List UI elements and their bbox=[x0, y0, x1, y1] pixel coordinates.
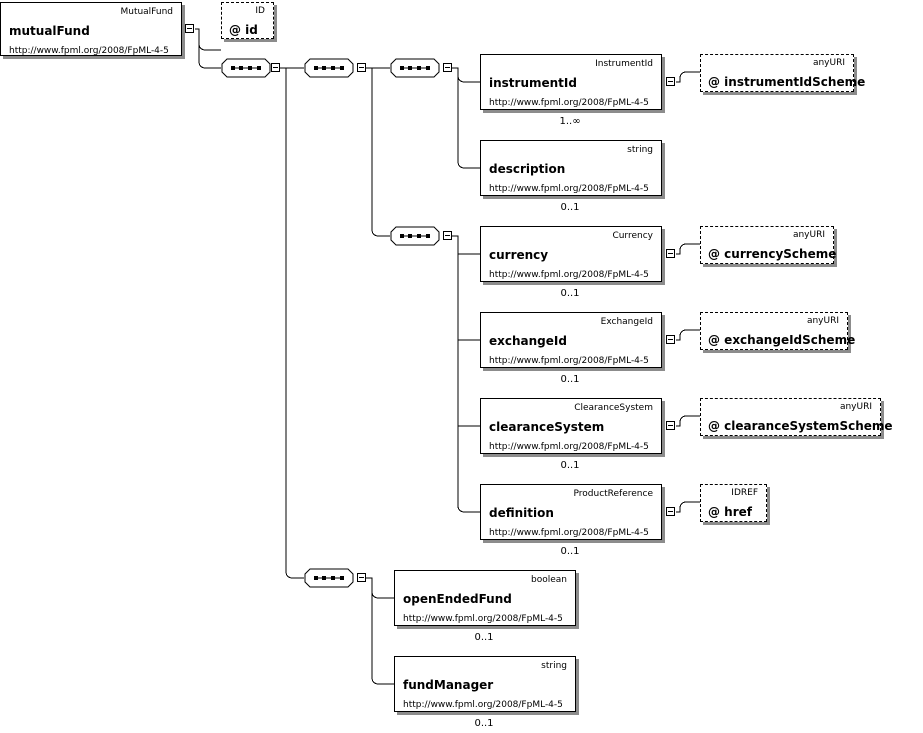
element-name: openEndedFund bbox=[403, 592, 512, 606]
element-type-label: boolean bbox=[531, 575, 567, 585]
id-attribute-box[interactable]: ID @ id bbox=[221, 2, 274, 39]
occurrence-label: 0..1 bbox=[474, 632, 494, 643]
element-namespace: http://www.fpml.org/2008/FpML-4-5 bbox=[489, 442, 649, 452]
collapse-toggle-icon[interactable] bbox=[357, 63, 366, 72]
element-name: description bbox=[489, 162, 566, 176]
element-namespace: http://www.fpml.org/2008/FpML-4-5 bbox=[489, 528, 649, 538]
element-namespace: http://www.fpml.org/2008/FpML-4-5 bbox=[489, 98, 649, 108]
attribute-name: @ clearanceSystemScheme bbox=[708, 419, 893, 433]
element-type-label: string bbox=[541, 661, 567, 671]
sequence-compositor-icon[interactable] bbox=[390, 58, 440, 78]
attribute-name: @ exchangeIdScheme bbox=[708, 333, 856, 347]
attribute-type-label: anyURI bbox=[812, 58, 845, 68]
collapse-toggle-icon[interactable] bbox=[666, 249, 675, 258]
element-name: instrumentId bbox=[489, 76, 577, 90]
mutualfund-element-box[interactable]: MutualFund mutualFund http://www.fpml.or… bbox=[0, 2, 182, 56]
element-name: definition bbox=[489, 506, 554, 520]
attribute-type-label: anyURI bbox=[839, 402, 872, 412]
collapse-toggle-icon[interactable] bbox=[185, 24, 194, 33]
element-type-label: ClearanceSystem bbox=[574, 403, 653, 413]
sequence-compositor-icon[interactable] bbox=[304, 568, 354, 588]
element-type-label: Currency bbox=[612, 231, 653, 241]
currency-element-box[interactable]: Currency currency http://www.fpml.org/20… bbox=[480, 226, 662, 282]
element-namespace: http://www.fpml.org/2008/FpML-4-5 bbox=[489, 184, 649, 194]
attribute-type-label: anyURI bbox=[792, 230, 825, 240]
collapse-toggle-icon[interactable] bbox=[357, 573, 366, 582]
instrumentid-element-box[interactable]: InstrumentId instrumentId http://www.fpm… bbox=[480, 54, 662, 110]
occurrence-label: 0..1 bbox=[560, 374, 580, 385]
sequence-compositor-icon[interactable] bbox=[304, 58, 354, 78]
element-namespace: http://www.fpml.org/2008/FpML-4-5 bbox=[489, 356, 649, 366]
element-namespace: http://www.fpml.org/2008/FpML-4-5 bbox=[403, 700, 563, 710]
element-type-label: InstrumentId bbox=[595, 59, 653, 69]
occurrence-label: 0..1 bbox=[474, 718, 494, 729]
occurrence-label: 0..1 bbox=[560, 546, 580, 557]
openendedfund-element-box[interactable]: boolean openEndedFund http://www.fpml.or… bbox=[394, 570, 576, 626]
clearancesystemscheme-attribute-box[interactable]: anyURI @ clearanceSystemScheme bbox=[700, 398, 893, 436]
occurrence-label: 0..1 bbox=[560, 202, 580, 213]
collapse-toggle-icon[interactable] bbox=[666, 421, 675, 430]
collapse-toggle-icon[interactable] bbox=[666, 77, 675, 86]
instrumentidscheme-attribute-box[interactable]: anyURI @ instrumentIdScheme bbox=[700, 54, 865, 92]
attribute-type-label: anyURI bbox=[806, 316, 839, 326]
element-namespace: http://www.fpml.org/2008/FpML-4-5 bbox=[9, 46, 169, 56]
attribute-name: @ href bbox=[708, 505, 752, 519]
element-name: currency bbox=[489, 248, 549, 262]
occurrence-label: 0..1 bbox=[560, 288, 580, 299]
attribute-name: @ currencyScheme bbox=[708, 247, 837, 261]
collapse-toggle-icon[interactable] bbox=[271, 63, 280, 72]
href-attribute-box[interactable]: IDREF @ href bbox=[700, 484, 767, 522]
collapse-toggle-icon[interactable] bbox=[666, 507, 675, 516]
element-type-label: ProductReference bbox=[573, 489, 654, 499]
occurrence-label: 1..∞ bbox=[559, 116, 581, 127]
fundmanager-element-box[interactable]: string fundManager http://www.fpml.org/2… bbox=[394, 656, 576, 712]
element-type-label: MutualFund bbox=[120, 7, 173, 17]
collapse-toggle-icon[interactable] bbox=[666, 335, 675, 344]
element-name: exchangeId bbox=[489, 334, 567, 348]
element-name: mutualFund bbox=[9, 24, 90, 38]
currencyscheme-attribute-box[interactable]: anyURI @ currencyScheme bbox=[700, 226, 837, 264]
element-namespace: http://www.fpml.org/2008/FpML-4-5 bbox=[403, 614, 563, 624]
occurrence-label: 0..1 bbox=[560, 460, 580, 471]
definition-element-box[interactable]: ProductReference definition http://www.f… bbox=[480, 484, 662, 540]
element-namespace: http://www.fpml.org/2008/FpML-4-5 bbox=[489, 270, 649, 280]
element-name: fundManager bbox=[403, 678, 494, 692]
element-type-label: ExchangeId bbox=[600, 317, 653, 327]
element-type-label: string bbox=[627, 145, 653, 155]
sequence-compositor-icon[interactable] bbox=[221, 58, 271, 78]
attribute-name: @ instrumentIdScheme bbox=[708, 75, 866, 89]
attribute-type-label: IDREF bbox=[731, 488, 758, 498]
collapse-toggle-icon[interactable] bbox=[443, 231, 452, 240]
attribute-name: @ id bbox=[229, 23, 258, 37]
exchangeidscheme-attribute-box[interactable]: anyURI @ exchangeIdScheme bbox=[700, 312, 855, 350]
description-element-box[interactable]: string description http://www.fpml.org/2… bbox=[480, 140, 662, 196]
exchangeid-element-box[interactable]: ExchangeId exchangeId http://www.fpml.or… bbox=[480, 312, 662, 368]
sequence-compositor-icon[interactable] bbox=[390, 226, 440, 246]
clearancesystem-element-box[interactable]: ClearanceSystem clearanceSystem http://w… bbox=[480, 398, 662, 454]
collapse-toggle-icon[interactable] bbox=[443, 63, 452, 72]
attribute-type-label: ID bbox=[255, 6, 265, 16]
element-name: clearanceSystem bbox=[489, 420, 605, 434]
